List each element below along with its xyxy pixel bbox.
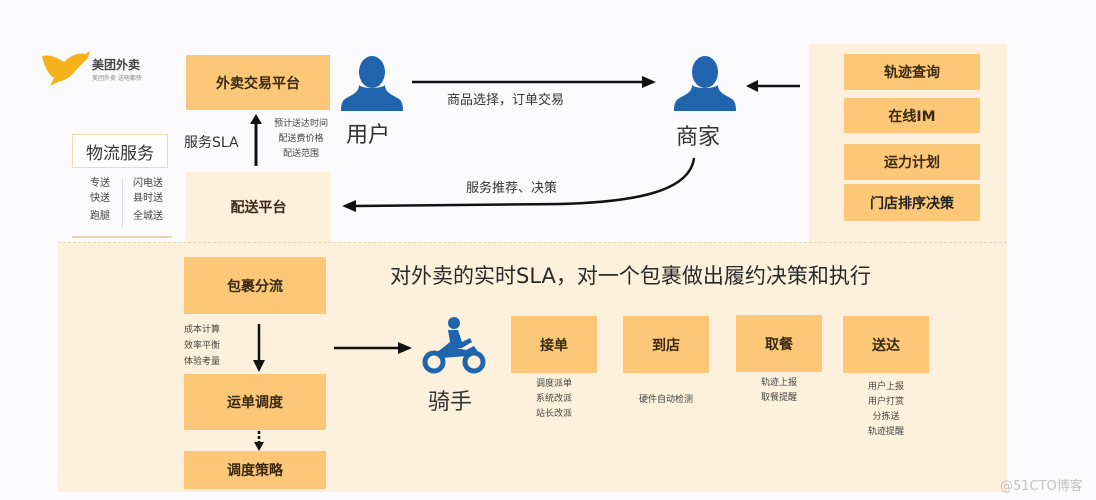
step-deliver: 送达 用户上报 用户打赏 分拣送 轨迹提醒: [843, 316, 929, 456]
dispatch-box: 运单调度: [184, 374, 326, 430]
logistics-right-list: 闪电送 县时送 全城送: [125, 176, 171, 224]
services-to-merchant-arrow: [746, 77, 800, 92]
merchant-services-panel: 轨迹查询 在线IM 运力计划 门店排序决策: [809, 44, 1007, 242]
step-note: 轨迹上报: [760, 378, 797, 388]
step-note: 取餐提醒: [760, 393, 797, 403]
dotted-arrow-down-icon: [254, 431, 264, 451]
logo-brand-text: 美团外卖: [92, 58, 141, 72]
service-label: 运力计划: [884, 155, 940, 171]
logistics-item: 快送: [90, 193, 110, 204]
step-accept: 接单 调度派单 系统改派 站长改派: [511, 316, 597, 436]
rider-node: 骑手: [420, 316, 490, 420]
fulfillment-headline: 对外卖的实时SLA，对一个包裹做出履约决策和执行: [390, 264, 871, 288]
step-box: 接单: [511, 316, 597, 373]
user-to-merchant-arrow: [412, 73, 656, 88]
step-label: 取餐: [765, 336, 793, 353]
dispatch-label: 运单调度: [227, 395, 283, 411]
sla-details: 预计送达时间 配送费价格 配送范围: [266, 117, 336, 162]
logistics-item: 闪电送: [133, 178, 163, 189]
step-note: 硬件自动检测: [638, 395, 693, 405]
step-note: 调度派单: [535, 379, 572, 389]
delivery-platform-label: 配送平台: [230, 200, 287, 216]
service-label: 轨迹查询: [884, 65, 940, 81]
motorcycle-rider-icon: [422, 317, 486, 374]
service-label: 在线IM: [888, 108, 936, 125]
dispatch-to-rider-arrow: [334, 339, 412, 354]
arrow-down-icon: [253, 324, 265, 372]
rider-label: 骑手: [428, 390, 473, 415]
strategy-label: 调度策略: [227, 463, 283, 479]
split-to-dispatch-arrow: [252, 324, 266, 372]
merchant-label: 商家: [676, 125, 721, 150]
sla-label: 服务SLA: [184, 135, 239, 151]
kangaroo-icon: [42, 50, 90, 86]
trade-platform-label: 外卖交易平台: [216, 75, 300, 92]
split-notes: 成本计算 效率平衡 体验考量: [184, 322, 244, 370]
logistics-item: 全城送: [133, 211, 163, 222]
step-note: 轨迹提醒: [867, 427, 904, 437]
split-note: 体验考量: [184, 357, 221, 367]
user-node: 用户: [340, 55, 404, 151]
logistics-title: 物流服务: [72, 134, 168, 168]
merchant-to-platform-arrow: [340, 150, 700, 220]
split-note: 成本计算: [184, 325, 221, 335]
logistics-left-list: 专送 快送 跑腿: [80, 176, 120, 224]
logistics-divider: [122, 178, 123, 228]
step-note: 分拣送: [872, 412, 900, 422]
step-note: 用户打赏: [867, 397, 904, 407]
service-track-query: 轨迹查询: [844, 54, 980, 90]
strategy-box: 调度策略: [184, 451, 326, 489]
delivery-platform-panel: 配送平台: [186, 172, 331, 242]
person-icon: [341, 56, 403, 111]
logo-slogan: 美团外卖 送啥都快: [92, 75, 142, 82]
sla-detail-item: 预计送达时间: [273, 119, 328, 129]
step-box: 送达: [843, 316, 929, 373]
service-store-ranking: 门店排序决策: [844, 184, 980, 221]
logistics-item: 专送: [90, 178, 110, 189]
logistics-item: 跑腿: [90, 211, 110, 222]
service-capacity-plan: 运力计划: [844, 144, 980, 180]
arrow-right-icon: [412, 76, 656, 88]
step-arrive-store: 到店 硬件自动检测: [623, 316, 709, 436]
sla-detail-item: 配送费价格: [278, 134, 324, 144]
arrow-up-icon: [250, 114, 262, 166]
service-label: 门店排序决策: [870, 195, 954, 212]
watermark: @51CTO博客: [1000, 479, 1083, 494]
arrow-right-icon: [334, 342, 412, 354]
logistics-underline: [72, 236, 172, 238]
merchant-node: 商家: [672, 55, 742, 151]
step-box: 到店: [623, 316, 709, 373]
merchant-to-platform-label: 服务推荐、决策: [466, 181, 558, 196]
step-label: 接单: [540, 337, 568, 354]
arrow-left-icon: [746, 80, 800, 92]
dispatch-to-strategy-arrow: [253, 431, 265, 451]
step-label: 到店: [652, 337, 680, 354]
package-split-label: 包裹分流: [227, 278, 283, 295]
step-label: 送达: [872, 337, 900, 354]
logistics-services-panel: 物流服务 专送 快送 跑腿 闪电送 县时送 全城送: [70, 134, 175, 239]
trade-platform-box: 外卖交易平台: [186, 55, 330, 110]
step-note: 用户上报: [867, 382, 904, 392]
service-online-im: 在线IM: [844, 98, 980, 133]
user-to-merchant-label: 商品选择，订单交易: [447, 93, 565, 108]
step-pickup: 取餐 轨迹上报 取餐提醒: [736, 315, 822, 435]
package-split-box: 包裹分流: [184, 257, 326, 314]
step-box: 取餐: [736, 315, 822, 372]
user-label: 用户: [346, 123, 391, 148]
step-note: 站长改派: [535, 409, 572, 419]
logistics-item: 县时送: [133, 193, 163, 204]
sla-arrow: [250, 114, 262, 166]
split-note: 效率平衡: [184, 341, 221, 351]
curved-arrow-left-icon: [342, 157, 696, 212]
meituan-logo: 美团外卖 美团外卖 送啥都快: [40, 46, 150, 88]
step-note: 系统改派: [535, 394, 572, 404]
person-icon: [674, 56, 736, 111]
sla-detail-item: 配送范围: [282, 149, 319, 159]
